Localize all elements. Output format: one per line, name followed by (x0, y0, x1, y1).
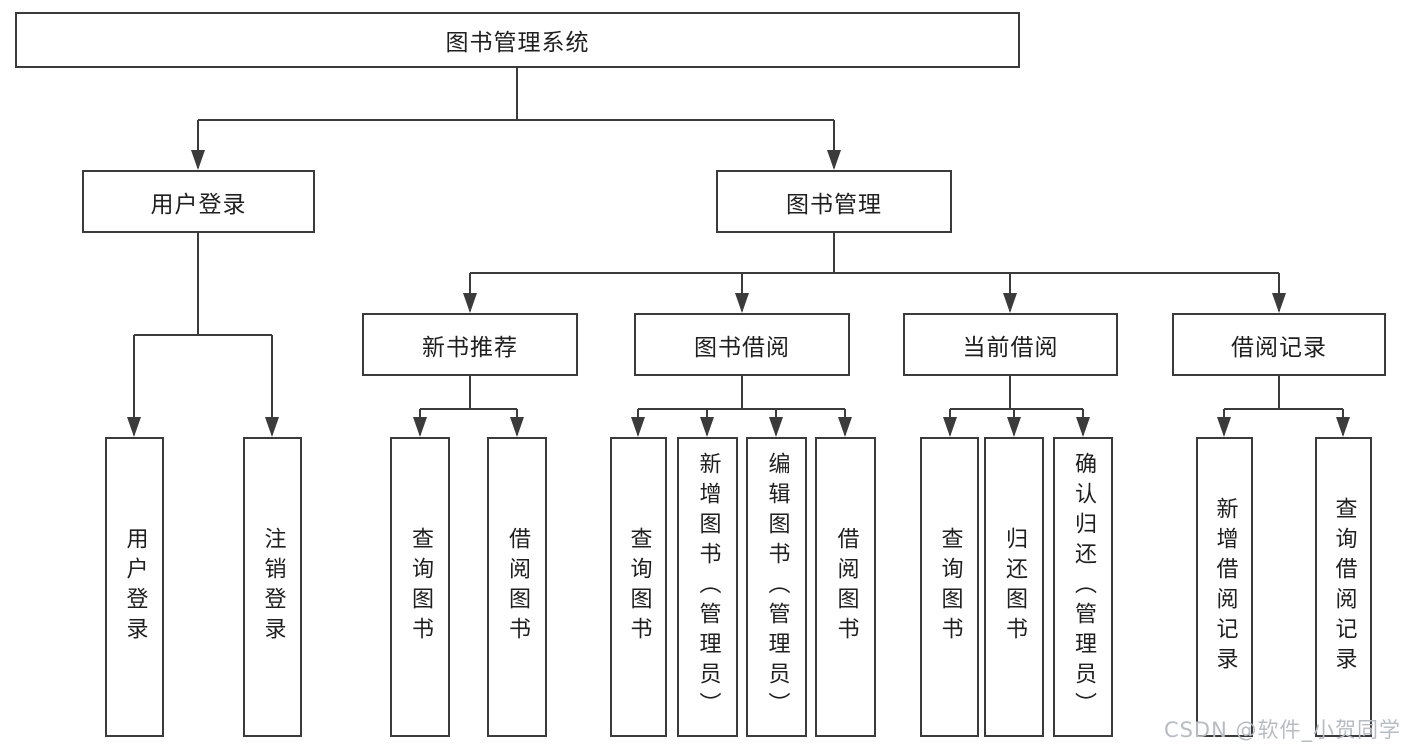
node-borrow-records: 借阅记录 (1172, 313, 1386, 376)
node-label: 借阅记录 (1231, 334, 1327, 361)
leaf-label: 编辑图书（管理员） (764, 452, 790, 722)
node-new-book-recommend: 新书推荐 (362, 313, 578, 376)
node-book-borrow: 图书借阅 (634, 313, 850, 376)
node-root-system: 图书管理系统 (15, 12, 1020, 68)
node-label: 用户登录 (150, 191, 247, 218)
leaf-add-borrow-record: 新增借阅记录 (1196, 437, 1253, 737)
leaf-borrow-book: 借阅图书 (815, 437, 876, 737)
leaf-query-book: 查询图书 (610, 437, 667, 737)
leaf-label: 查询图书 (408, 527, 433, 647)
csdn-watermark: CSDN @软件_小贺同学 (1163, 718, 1401, 742)
leaf-add-book-admin: 新增图书（管理员） (677, 437, 738, 737)
leaf-label: 查询图书 (937, 527, 963, 647)
leaf-label: 新增图书（管理员） (695, 452, 721, 722)
leaf-edit-book-admin: 编辑图书（管理员） (746, 437, 807, 737)
leaf-label: 确认归还（管理员） (1071, 452, 1096, 722)
leaf-confirm-return-admin: 确认归还（管理员） (1053, 437, 1113, 737)
leaf-query-borrow-record: 查询借阅记录 (1315, 437, 1372, 737)
leaf-label: 新增借阅记录 (1212, 497, 1238, 677)
node-label: 图书管理系统 (445, 30, 590, 56)
node-current-borrow: 当前借阅 (903, 313, 1118, 376)
node-label: 图书管理 (786, 191, 882, 218)
node-user-login: 用户登录 (82, 170, 315, 233)
leaf-return-book: 归还图书 (984, 437, 1044, 737)
leaf-user-login: 用户登录 (105, 437, 164, 737)
node-label: 新书推荐 (422, 334, 518, 361)
leaf-label: 归还图书 (1002, 527, 1027, 647)
leaf-label: 用户登录 (122, 527, 148, 647)
leaf-borrow-book: 借阅图书 (487, 437, 547, 737)
leaf-label: 注销登录 (260, 527, 286, 647)
leaf-query-book: 查询图书 (920, 437, 979, 737)
leaf-logout: 注销登录 (243, 437, 302, 737)
leaf-query-book: 查询图书 (390, 437, 450, 737)
leaf-label: 借阅图书 (505, 527, 530, 647)
node-label: 当前借阅 (962, 334, 1059, 361)
node-book-management: 图书管理 (716, 170, 952, 233)
node-label: 图书借阅 (694, 334, 790, 361)
leaf-label: 查询借阅记录 (1331, 497, 1357, 677)
leaf-label: 查询图书 (626, 527, 652, 647)
leaf-label: 借阅图书 (833, 527, 859, 647)
